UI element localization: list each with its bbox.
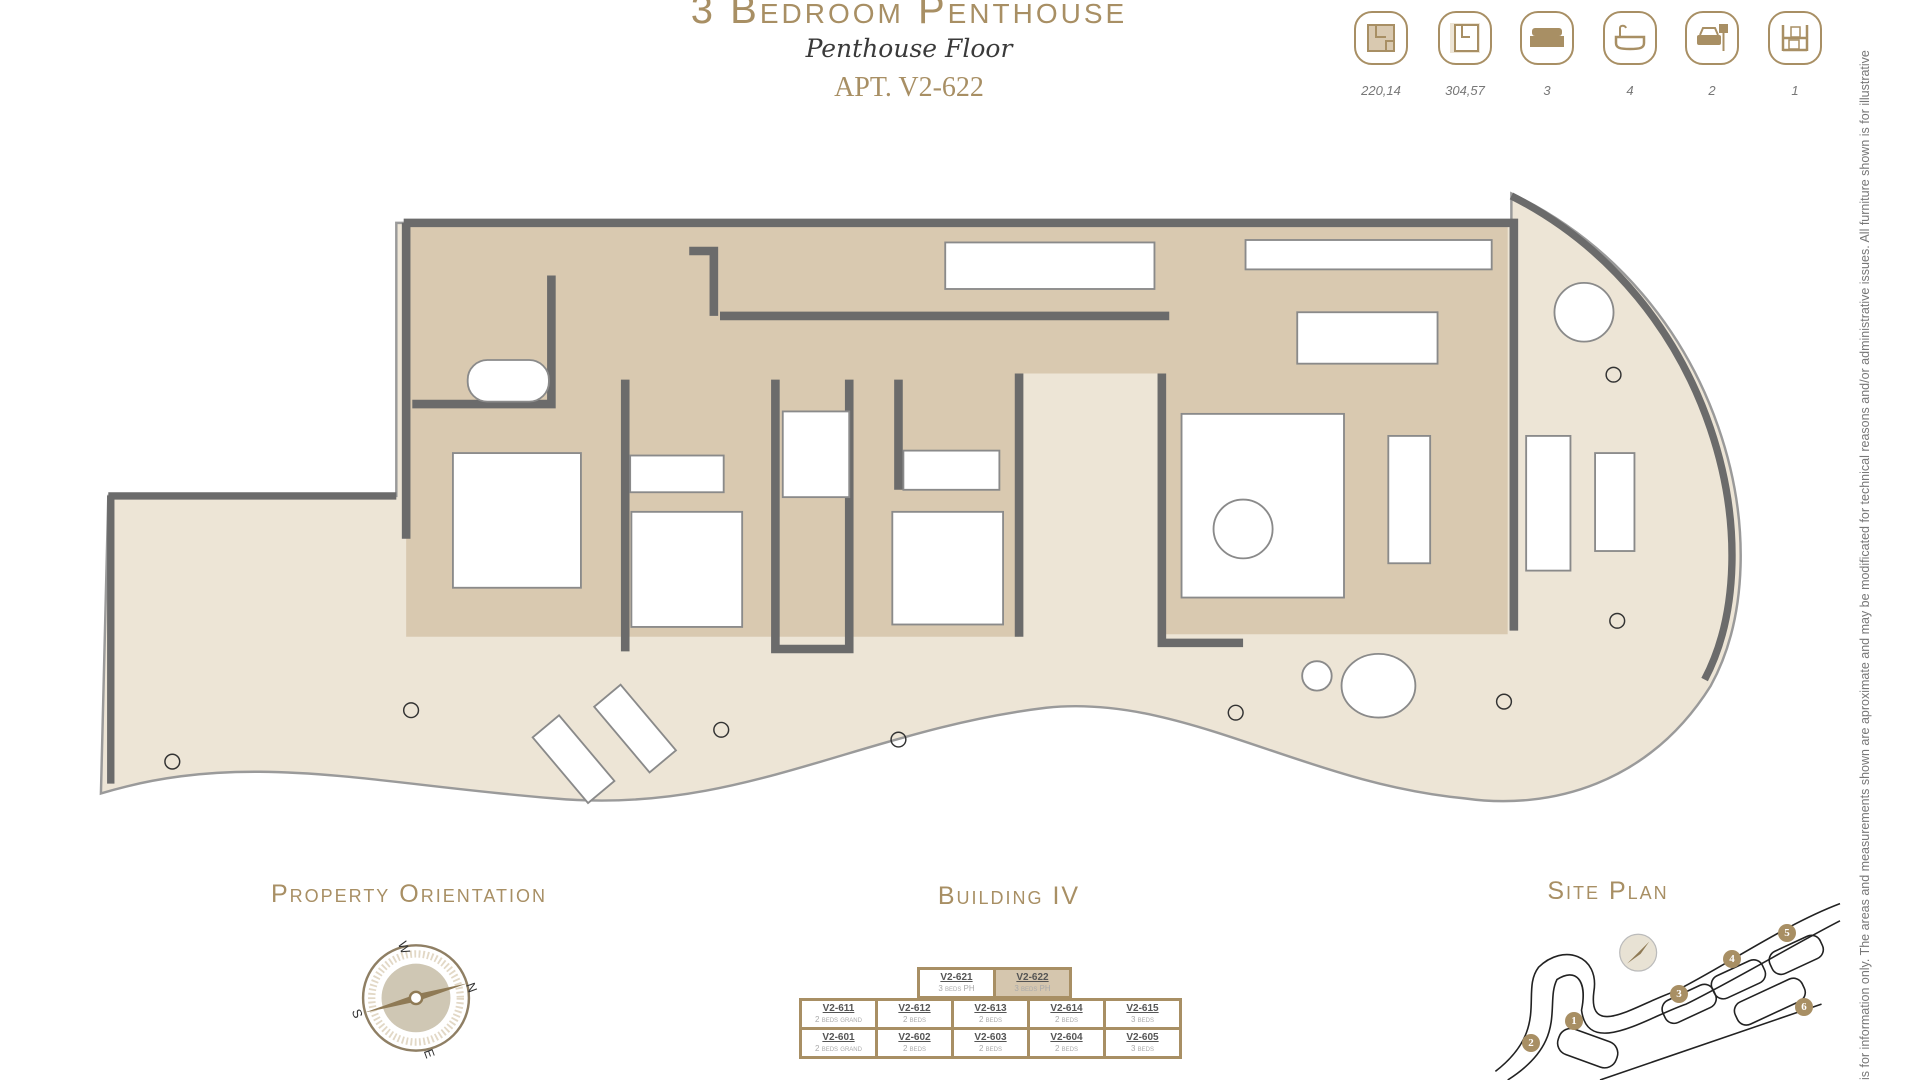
bathtub [466,359,550,403]
furniture [452,239,1636,805]
stat-total-area: 304,57 [1430,11,1500,98]
stat-bedrooms: 3 [1512,11,1582,98]
disclaimer: is for information only. The areas and m… [1858,50,1872,1080]
outdoor-table [1594,452,1636,552]
parking-car-icon [1685,11,1739,65]
floor-subtitle: Penthouse Floor [805,34,1013,63]
tub-2 [629,454,725,494]
kitchen-island [1296,311,1439,365]
stat-bathrooms: 4 [1595,11,1665,98]
terrace-edge [107,192,1736,784]
outdoor-sofa [1525,435,1572,572]
site-marker-4: 4 [1723,950,1741,968]
interior-area-icon [1354,11,1408,65]
total-area-icon [1438,11,1492,65]
sofa [1180,412,1345,599]
bed-3 [891,510,1004,626]
stat-storage: 1 [1760,11,1830,98]
site-marker-5: 5 [1778,924,1796,942]
side-table [1301,660,1333,692]
stat-interior-area: 220,14 [1346,11,1416,98]
site-marker-2: 2 [1522,1034,1540,1052]
tub-3 [902,449,1001,491]
walls [401,218,1519,654]
orientation-heading: Property Orientation [270,880,548,908]
site-marker-1: 1 [1565,1012,1583,1030]
site-plan-heading: Site Plan [1547,877,1669,905]
dining-table [1387,435,1432,565]
apartment-code: APT. V2-622 [834,72,984,103]
building-heading: Building IV [937,882,1081,910]
compass-icon [361,944,471,1052]
lounger-1 [531,714,616,805]
bed-2 [630,510,744,628]
page-title: 3 Bedroom Penthouse [690,0,1128,32]
bed-icon [1520,11,1574,65]
site-marker-3: 3 [1670,985,1688,1003]
stat-parking: 2 [1677,11,1747,98]
closet [781,410,851,499]
coffee-table [1212,498,1274,560]
kitchen-counter [1244,239,1493,271]
daybed [1340,652,1417,719]
bathtub-icon [1603,11,1657,65]
site-marker-6: 6 [1795,998,1813,1016]
lounger-2 [592,683,678,774]
round-table [1553,281,1615,343]
master-bed [452,452,582,589]
light-points [164,366,1626,770]
storage-icon [1768,11,1822,65]
stairs [944,241,1156,290]
site-compass-icon [1619,933,1658,972]
